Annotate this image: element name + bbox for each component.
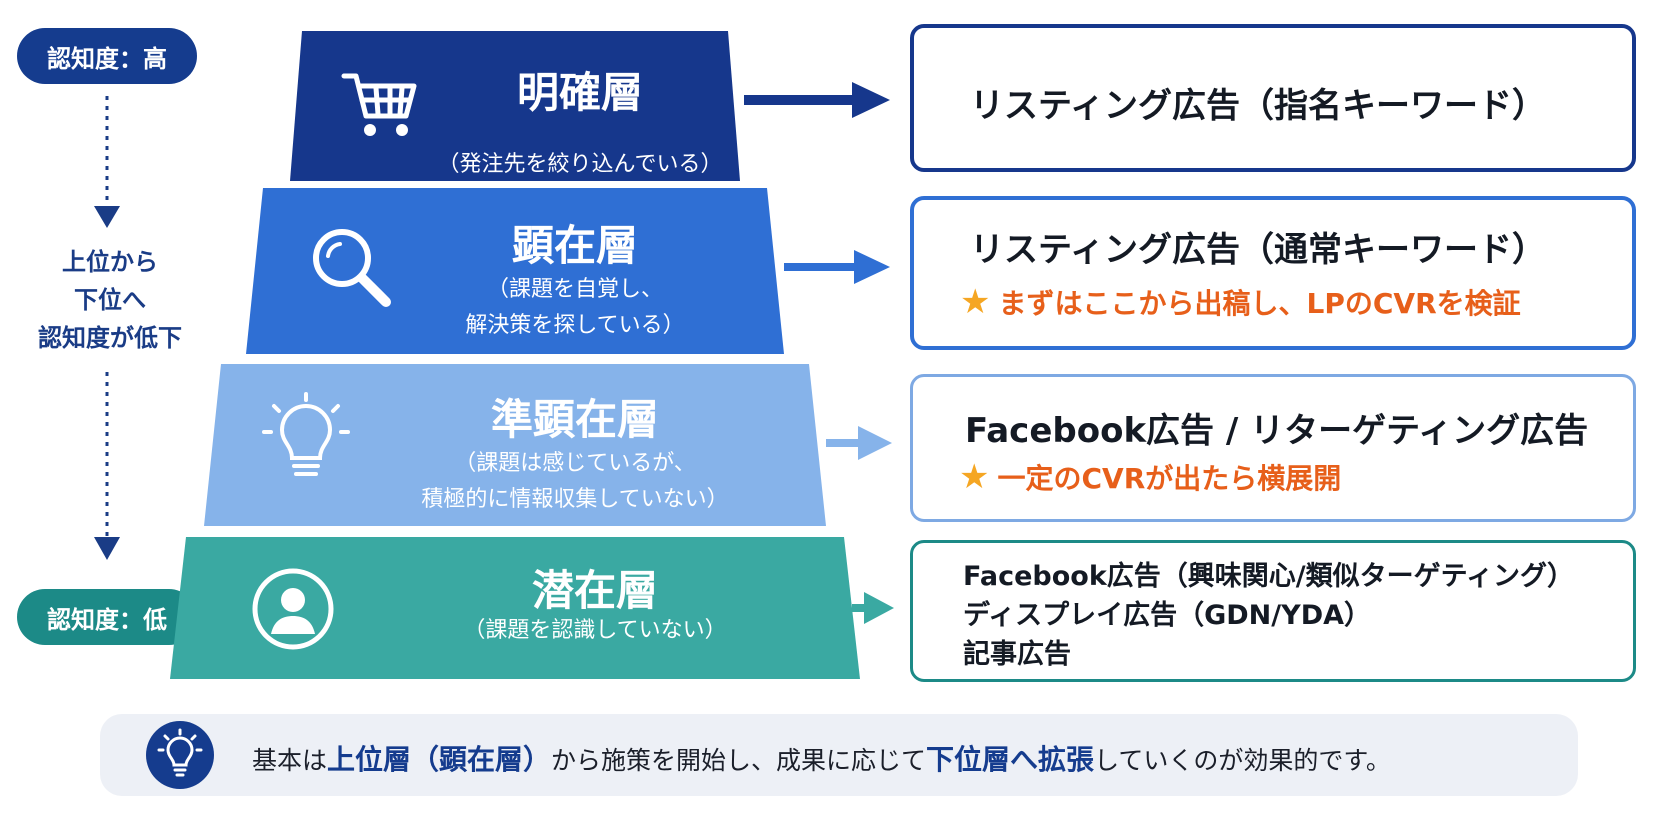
user-icon	[252, 568, 334, 650]
channel-main: リスティング広告（指名キーワード）	[970, 86, 1546, 126]
cart-icon	[341, 73, 417, 136]
arrow-tier2	[784, 250, 890, 284]
arrow-tier3	[826, 426, 892, 460]
tier-desc: （課題を自覚し、 解決策を探している）	[465, 277, 685, 338]
channel-box-clear: リスティング広告（指名キーワード）	[910, 24, 1636, 172]
search-icon	[313, 229, 391, 307]
channel-note: ★ まずはここから出稿し、LPのCVRを検証	[960, 282, 1521, 322]
summary-highlight: 下位層へ拡張	[926, 743, 1095, 776]
awareness-low-badge: 認知度：低	[17, 589, 197, 645]
awareness-high-badge: 認知度：高	[17, 28, 197, 84]
channel-main: リスティング広告（通常キーワード）	[970, 230, 1546, 270]
channel-box-semi-manifest: Facebook広告 / リターゲティング広告 ★ 一定のCVRが出たら横展開	[910, 374, 1636, 522]
summary-text: 基本は上位層（顕在層）から施策を開始し、成果に応じて下位層へ拡張していくのが効果…	[252, 743, 1391, 776]
channel-note: ★ 一定のCVRが出たら横展開	[959, 457, 1341, 497]
awareness-trend-note: 上位から 下位へ 認知度が低下	[38, 248, 182, 352]
summary-highlight: 上位層（顕在層）	[327, 743, 552, 776]
tier-desc: （課題を認識していない）	[463, 618, 727, 643]
tier-name: 潜在層	[531, 566, 658, 615]
tier-manifest: 顕在層 （課題を自覚し、 解決策を探している）	[246, 188, 784, 354]
dotted-down-arrow-bottom	[94, 372, 120, 560]
channel-main: Facebook広告 / リターゲティング広告	[965, 411, 1589, 451]
channel-line: 記事広告	[963, 639, 1071, 670]
dotted-down-arrow-top	[94, 96, 120, 228]
lightbulb-icon	[157, 728, 203, 777]
channel-note-text: 一定のCVRが出たら横展開	[997, 462, 1342, 495]
arrow-tier4	[852, 592, 894, 624]
channel-line: ディスプレイ広告（GDN/YDA）	[963, 600, 1372, 631]
channel-box-manifest: リスティング広告（通常キーワード） ★ まずはここから出稿し、LPのCVRを検証	[910, 196, 1636, 350]
star-icon: ★	[959, 457, 990, 497]
arrow-tier1	[744, 82, 890, 118]
channel-note-text: まずはここから出稿し、LPのCVRを検証	[998, 287, 1521, 320]
lightbulb-icon	[262, 392, 350, 476]
tier-name: 顕在層	[511, 221, 638, 270]
tier-clear: 明確層 （発注先を絞り込んでいる）	[290, 31, 740, 181]
star-icon: ★	[960, 282, 991, 322]
tier-name: 準顕在層	[490, 395, 659, 444]
summary-bulb-badge	[146, 721, 214, 789]
tier-name: 明確層	[516, 68, 643, 117]
channel-box-latent: Facebook広告（興味関心/類似ターゲティング） ディスプレイ広告（GDN/…	[910, 540, 1636, 682]
tier-desc: （課題は感じているが、 積極的に情報収集していない）	[421, 451, 729, 512]
summary-bar: 基本は上位層（顕在層）から施策を開始し、成果に応じて下位層へ拡張していくのが効果…	[100, 714, 1578, 796]
channel-line: Facebook広告（興味関心/類似ターゲティング）	[963, 561, 1575, 592]
tier-desc: （発注先を絞り込んでいる）	[437, 152, 723, 177]
tier-semi-manifest: 準顕在層 （課題は感じているが、 積極的に情報収集していない）	[204, 364, 826, 526]
